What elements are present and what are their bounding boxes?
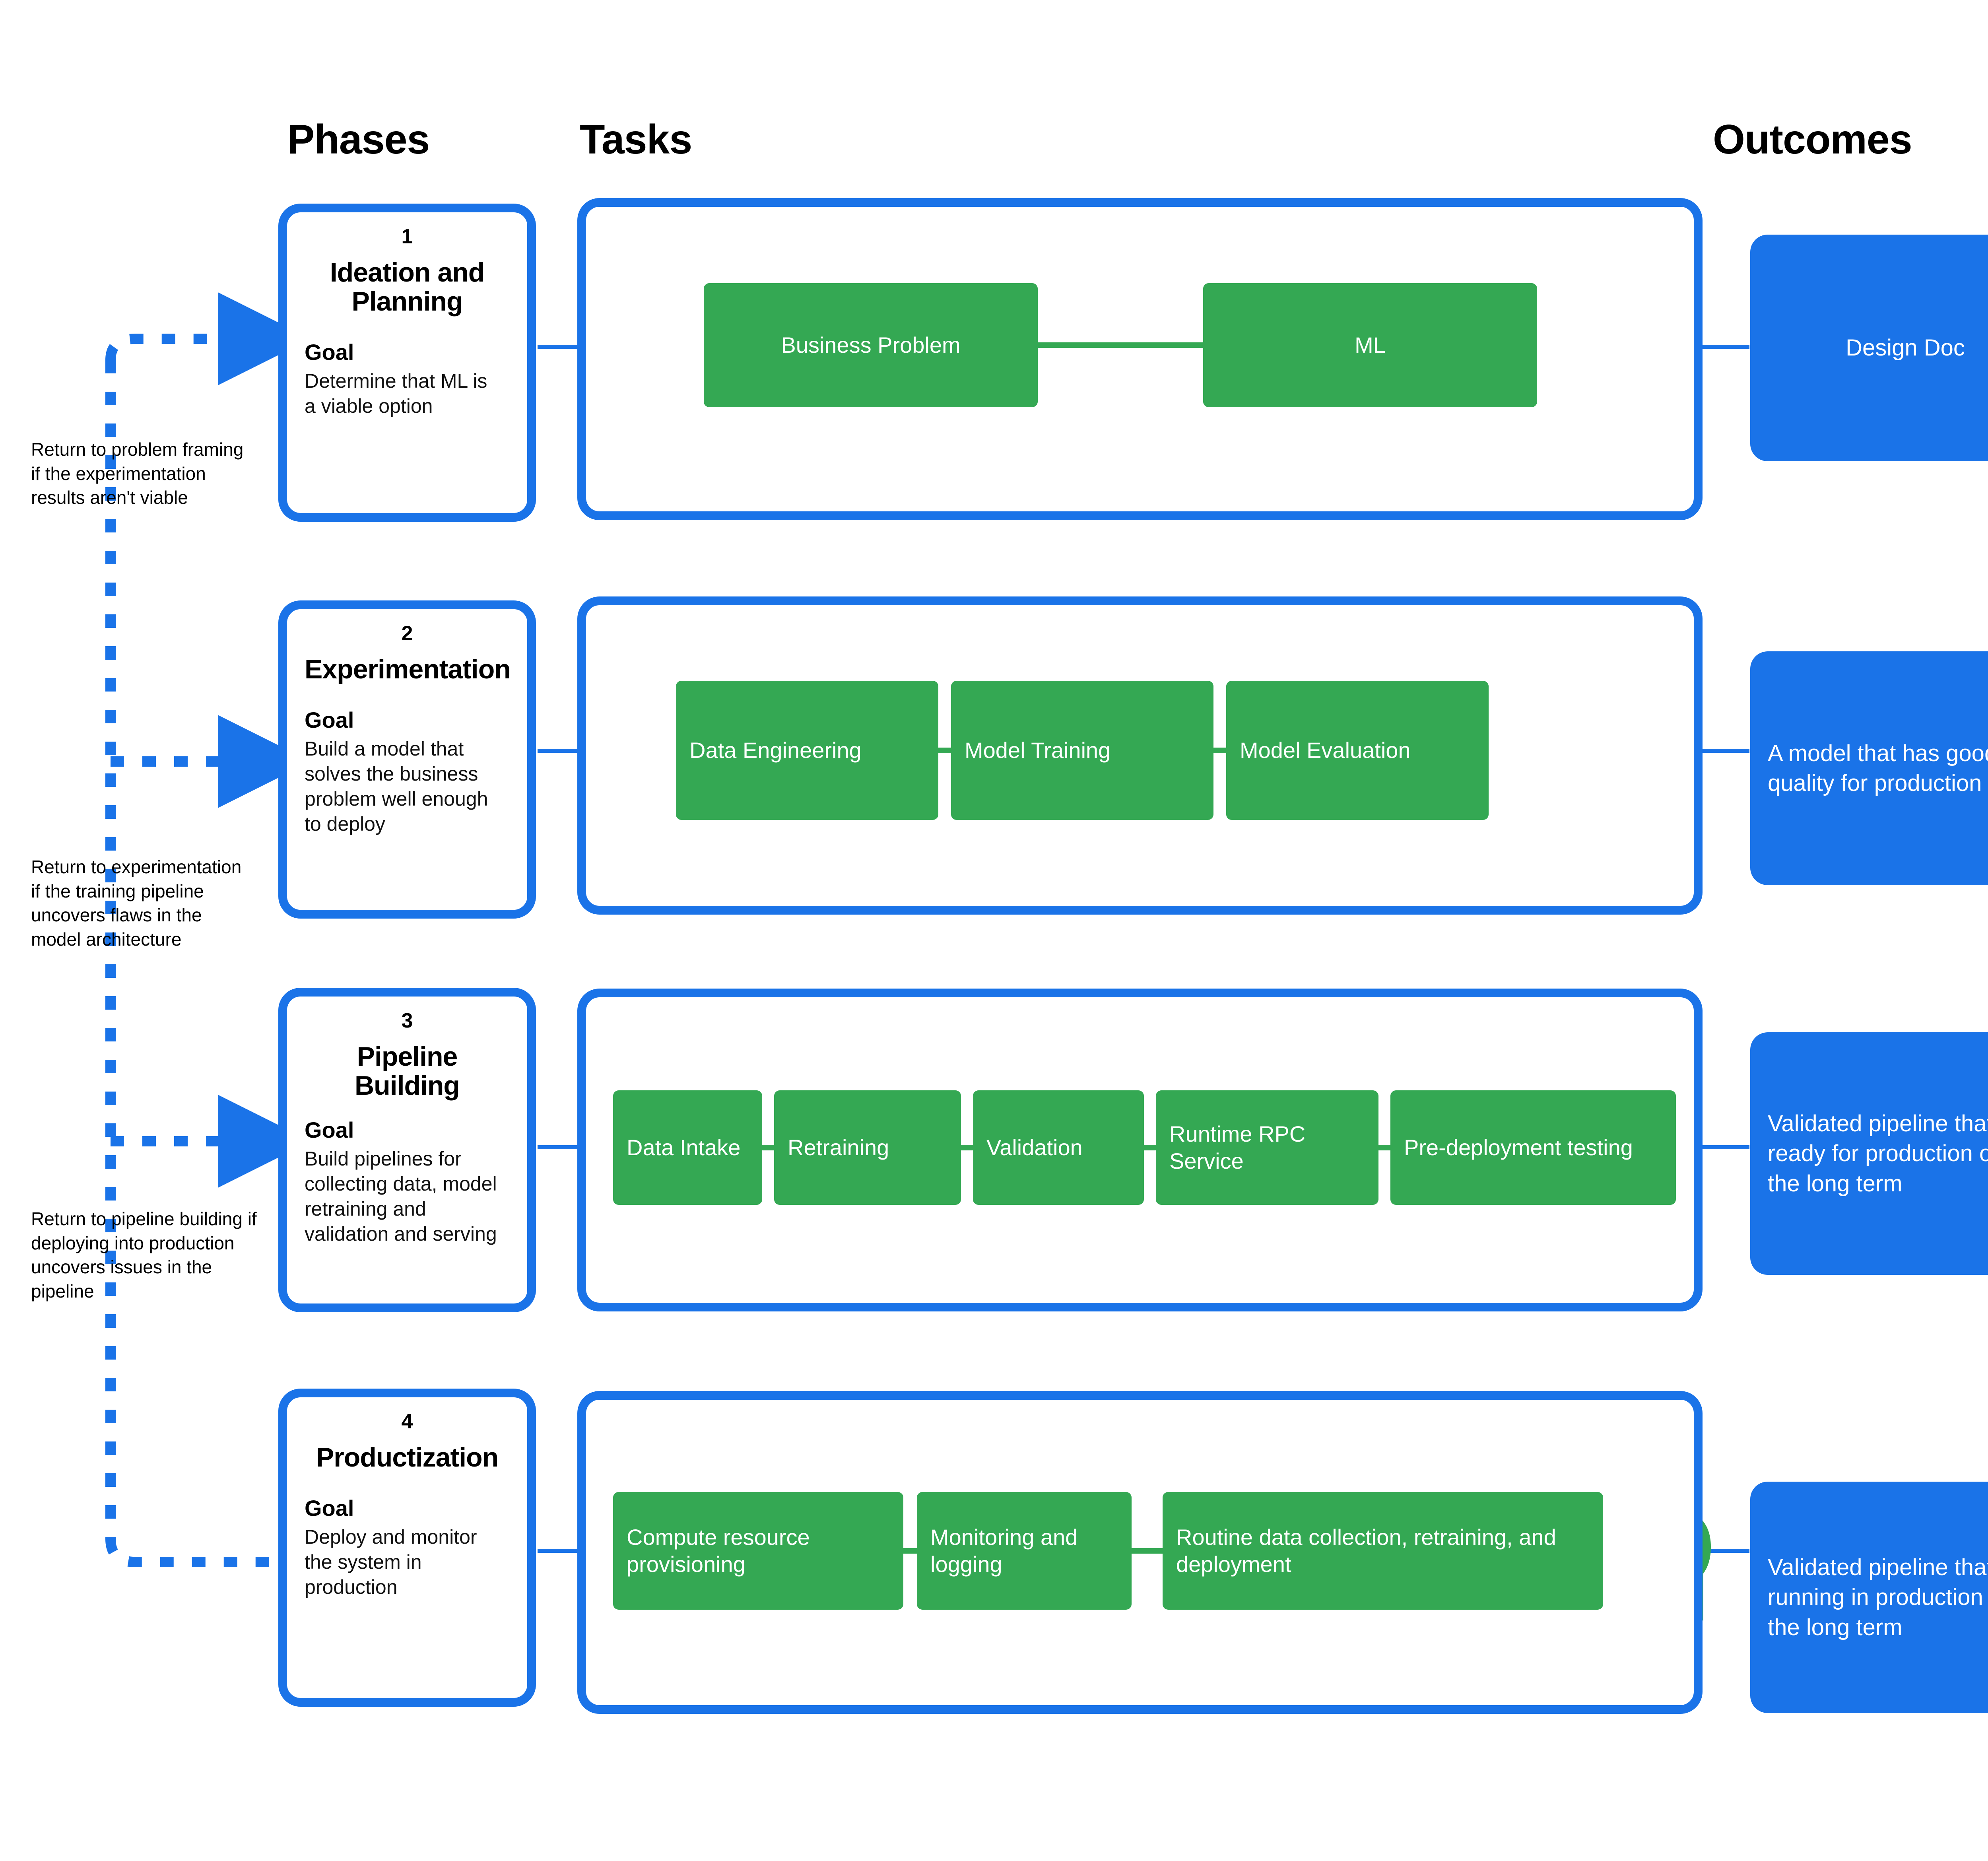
task-link-1-1 xyxy=(1038,342,1203,348)
phase-task-links xyxy=(538,345,577,1553)
outcome-box-4[interactable]: Validated pipeline that's running in pro… xyxy=(1750,1482,1988,1713)
task-box-model-evaluation[interactable]: Model Evaluation xyxy=(1226,681,1489,820)
task-box-data-engineering[interactable]: Data Engineering xyxy=(676,681,938,820)
task-box-model-training[interactable]: Model Training xyxy=(951,681,1213,820)
feedback-note-pipeline-building: Return to pipeline building if deploying… xyxy=(31,1208,257,1302)
phase-card-1[interactable]: 1 Ideation and Planning Goal Determine t… xyxy=(278,204,536,522)
phase-card-3[interactable]: 3 Pipeline Building Goal Build pipelines… xyxy=(278,988,536,1312)
task-link-3-2 xyxy=(961,1145,973,1150)
goal-text-2: Build a model that solves the business p… xyxy=(305,737,488,835)
task-link-3-1 xyxy=(762,1145,774,1150)
goal-text-4: Deploy and monitor the system in product… xyxy=(305,1525,477,1598)
phase-title-4: Productization xyxy=(316,1442,499,1472)
goal-text-3: Build pipelines for collecting data, mod… xyxy=(305,1148,497,1245)
goal-label-2: Goal xyxy=(305,707,354,733)
phase-number-4: 4 xyxy=(401,1410,413,1433)
task-box-business-problem[interactable]: Business Problem xyxy=(704,283,1038,407)
feedback-note-experimentation: Return to experimentation if the trainin… xyxy=(31,857,242,950)
outcome-box-2[interactable]: A model that has good quality for produc… xyxy=(1750,651,1988,885)
phase-goal-block-4: Goal Deploy and monitor the system in pr… xyxy=(305,1496,510,1600)
column-header-tasks: Tasks xyxy=(580,117,692,163)
phase-goal-block-1: Goal Determine that ML is a viable optio… xyxy=(305,340,510,419)
task-row-1: Business Problem ML xyxy=(704,283,1537,407)
task-box-ml[interactable]: ML xyxy=(1203,283,1537,407)
goal-label-1: Goal xyxy=(305,340,354,365)
task-link-3-3 xyxy=(1144,1145,1156,1150)
task-link-4-1 xyxy=(903,1548,917,1554)
task-box-monitoring-and-logging[interactable]: Monitoring and logging xyxy=(917,1492,1132,1610)
task-box-validation[interactable]: Validation xyxy=(973,1090,1144,1205)
phase-goal-block-3: Goal Build pipelines for collecting data… xyxy=(305,1118,510,1247)
task-link-4-2 xyxy=(1132,1548,1163,1554)
task-outcome-links xyxy=(1702,345,1749,1553)
phase-card-4[interactable]: 4 Productization Goal Deploy and monitor… xyxy=(278,1389,536,1707)
phase-title-2: Experimentation xyxy=(305,654,511,684)
task-link-2-1 xyxy=(938,748,951,753)
feedback-note-problem-framing: Return to problem framing if the experim… xyxy=(31,439,244,508)
task-link-2-2 xyxy=(1213,748,1226,753)
task-row-3: Data Intake Retraining Validation Runtim… xyxy=(613,1090,1676,1205)
goal-label-4: Goal xyxy=(305,1496,354,1521)
phase-title-3: Pipeline Building xyxy=(355,1041,460,1101)
task-box-routine-data-collection[interactable]: Routine data collection, retraining, and… xyxy=(1163,1492,1603,1610)
task-box-runtime-rpc-service[interactable]: Runtime RPC Service xyxy=(1156,1090,1378,1205)
phase-number-2: 2 xyxy=(401,622,413,645)
task-box-compute-resource-provisioning[interactable]: Compute resource provisioning xyxy=(613,1492,903,1610)
task-link-3-4 xyxy=(1378,1145,1390,1150)
goal-text-1: Determine that ML is a viable option xyxy=(305,370,487,418)
task-box-pre-deployment-testing[interactable]: Pre-deployment testing xyxy=(1390,1090,1676,1205)
outcome-box-1[interactable]: Design Doc xyxy=(1750,235,1988,461)
phase-card-2[interactable]: 2 Experimentation Goal Build a model tha… xyxy=(278,600,536,919)
phase-goal-block-2: Goal Build a model that solves the busin… xyxy=(305,708,510,837)
task-box-retraining[interactable]: Retraining xyxy=(774,1090,961,1205)
column-header-phases: Phases xyxy=(287,117,430,163)
outcome-box-3[interactable]: Validated pipeline that's ready for prod… xyxy=(1750,1032,1988,1275)
phase-number-3: 3 xyxy=(401,1009,413,1032)
task-row-4: Compute resource provisioning Monitoring… xyxy=(613,1492,1603,1610)
phase-title-1: Ideation and Planning xyxy=(330,257,485,317)
task-box-data-intake[interactable]: Data Intake xyxy=(613,1090,762,1205)
task-row-2: Data Engineering Model Training Model Ev… xyxy=(676,681,1489,820)
goal-label-3: Goal xyxy=(305,1117,354,1143)
column-header-outcomes: Outcomes xyxy=(1713,117,1912,163)
phase-number-1: 1 xyxy=(401,225,413,248)
